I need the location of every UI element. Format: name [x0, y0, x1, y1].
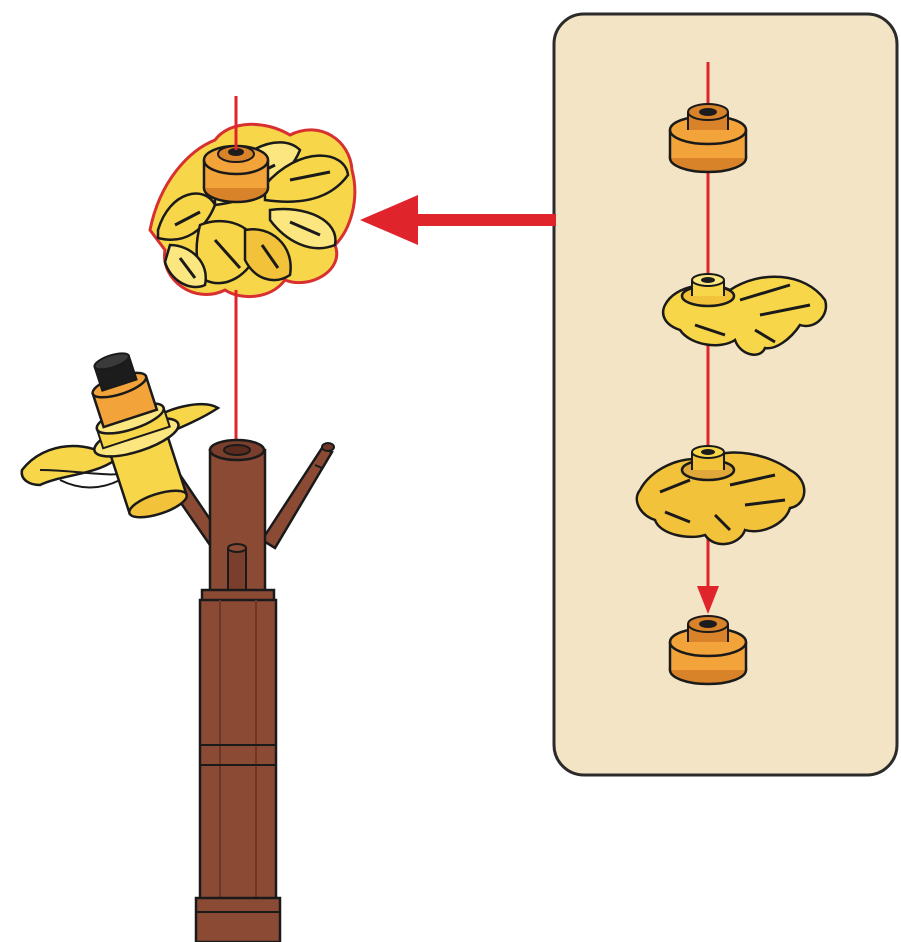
- brown-stem: [165, 440, 334, 942]
- daffodil-flower-head: [150, 124, 355, 296]
- transfer-arrow: [360, 195, 556, 245]
